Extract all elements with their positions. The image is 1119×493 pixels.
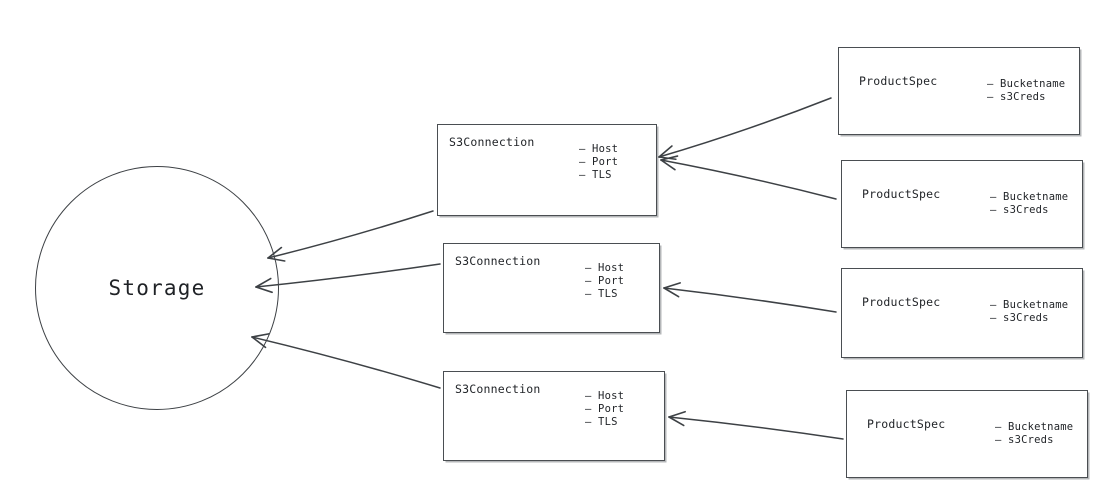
productspec-4-title: ProductSpec bbox=[867, 417, 946, 431]
field-row-0: – Bucketname bbox=[995, 421, 1074, 433]
s3connection-3-title: S3Connection bbox=[455, 382, 541, 396]
node-productspec-1[interactable]: ProductSpec – Bucketname– s3Creds bbox=[838, 47, 1080, 135]
arrow-s3connection-2-to-storage bbox=[255, 263, 441, 294]
storage-label: Storage bbox=[108, 276, 206, 300]
productspec-2-title: ProductSpec bbox=[862, 187, 941, 201]
field-row-0: – Host bbox=[579, 143, 619, 155]
field-row-1: – s3Creds bbox=[990, 204, 1049, 216]
productspec-1-title: ProductSpec bbox=[859, 74, 938, 88]
productspec-2-fields: – Bucketname– s3Creds bbox=[990, 191, 1068, 217]
productspec-3-title: ProductSpec bbox=[862, 295, 941, 309]
productspec-3-fields: – Bucketname– s3Creds bbox=[990, 299, 1068, 325]
arrow-s3connection-3-to-storage bbox=[251, 333, 441, 389]
field-row-0: – Host bbox=[585, 390, 625, 402]
node-productspec-4[interactable]: ProductSpec – Bucketname– s3Creds bbox=[846, 390, 1088, 478]
s3connection-2-title: S3Connection bbox=[455, 254, 541, 268]
node-storage[interactable]: Storage bbox=[35, 166, 279, 410]
arrow-productspec-1-to-s3connection-1 bbox=[658, 97, 832, 161]
field-row-0: – Bucketname bbox=[990, 191, 1069, 203]
productspec-1-fields: – Bucketname– s3Creds bbox=[987, 78, 1065, 104]
field-row-2: – TLS bbox=[585, 416, 618, 428]
field-row-0: – Bucketname bbox=[987, 78, 1066, 90]
field-row-1: – Port bbox=[579, 156, 619, 168]
node-productspec-3[interactable]: ProductSpec – Bucketname– s3Creds bbox=[841, 268, 1083, 358]
s3connection-2-fields: – Host– Port– TLS bbox=[585, 262, 624, 301]
node-s3connection-3[interactable]: S3Connection – Host– Port– TLS bbox=[443, 371, 665, 461]
node-s3connection-2[interactable]: S3Connection – Host– Port– TLS bbox=[443, 243, 660, 333]
field-row-1: – s3Creds bbox=[990, 312, 1049, 324]
s3connection-3-fields: – Host– Port– TLS bbox=[585, 390, 624, 429]
arrow-productspec-2-to-s3connection-1 bbox=[660, 155, 837, 200]
arrow-s3connection-1-to-storage bbox=[267, 210, 434, 262]
field-row-0: – Host bbox=[585, 262, 625, 274]
field-row-2: – TLS bbox=[579, 169, 612, 181]
node-s3connection-1[interactable]: S3Connection – Host– Port– TLS bbox=[437, 124, 657, 216]
s3connection-1-title: S3Connection bbox=[449, 135, 535, 149]
field-row-1: – s3Creds bbox=[987, 91, 1046, 103]
field-row-1: – Port bbox=[585, 275, 625, 287]
field-row-0: – Bucketname bbox=[990, 299, 1069, 311]
node-productspec-2[interactable]: ProductSpec – Bucketname– s3Creds bbox=[841, 160, 1083, 248]
arrow-productspec-4-to-s3connection-3 bbox=[668, 410, 844, 440]
arrow-productspec-3-to-s3connection-2 bbox=[663, 282, 837, 313]
field-row-1: – s3Creds bbox=[995, 434, 1054, 446]
s3connection-1-fields: – Host– Port– TLS bbox=[579, 143, 618, 182]
field-row-2: – TLS bbox=[585, 288, 618, 300]
productspec-4-fields: – Bucketname– s3Creds bbox=[995, 421, 1073, 447]
field-row-1: – Port bbox=[585, 403, 625, 415]
